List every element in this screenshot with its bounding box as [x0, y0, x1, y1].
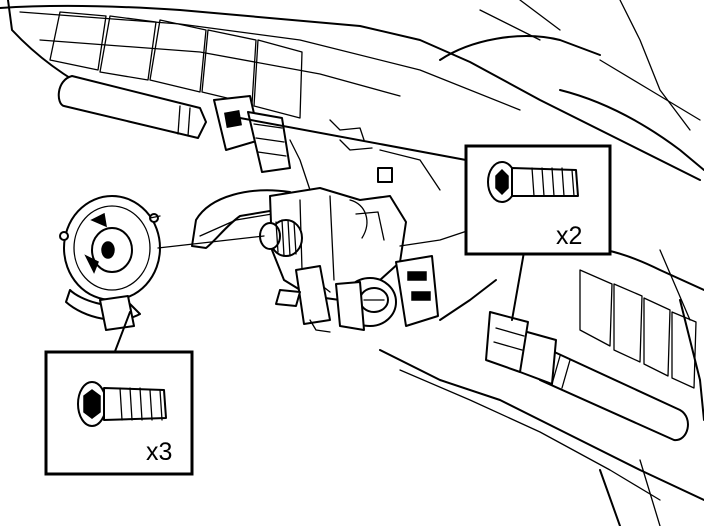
quantity-label-top-right: x2 [556, 222, 582, 250]
steering-column-assembly [191, 119, 497, 333]
lower-vent [579, 269, 697, 389]
quantity-label-bottom-left: x3 [146, 438, 172, 466]
screw-icon-bottom-left [77, 381, 167, 427]
leader-line-top-right [239, 117, 467, 161]
upper-vent [49, 11, 303, 119]
clock-spring [59, 195, 265, 331]
leader-line-top-right-lower [511, 251, 525, 321]
callout-box-top-right: x2 [464, 144, 612, 256]
left-stalk-switch [57, 75, 291, 173]
right-stalk-switch [485, 311, 689, 442]
screw-icon-top-right [487, 161, 579, 203]
callout-box-bottom-left: x3 [44, 350, 194, 476]
leader-line-bottom-left [113, 311, 131, 355]
